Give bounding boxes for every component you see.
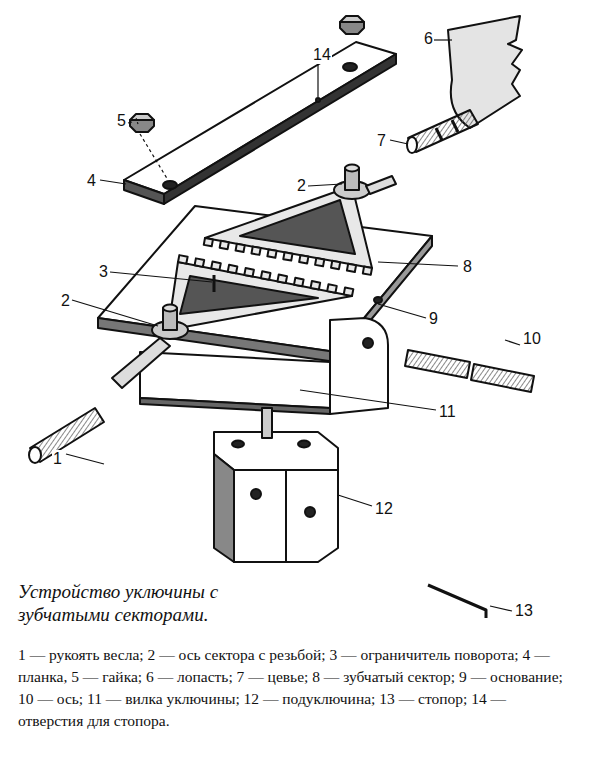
gear-tooth — [178, 255, 188, 263]
callout-number: 8 — [462, 258, 473, 276]
callout-number: 2 — [60, 292, 71, 310]
gear-tooth — [294, 278, 304, 286]
callout-number: 10 — [522, 330, 542, 348]
gear-tooth — [261, 271, 271, 279]
gear-tooth — [363, 267, 372, 275]
callout-number: 11 — [438, 403, 457, 421]
callout-number: 6 — [423, 30, 434, 48]
gear-tooth — [315, 258, 324, 266]
callout-number: 9 — [428, 310, 439, 328]
gear-tooth — [331, 261, 340, 269]
gear-tooth — [228, 265, 238, 273]
gear-tooth — [277, 275, 287, 283]
gear-tooth — [327, 284, 337, 292]
parts-key: 1 — рукоять весла; 2 — ось сектора с рез… — [18, 644, 574, 732]
gear-tooth — [211, 262, 221, 270]
gear-tooth — [347, 264, 356, 272]
gear-tooth — [220, 241, 229, 249]
gear-tooth — [299, 255, 308, 263]
gear-tooth — [236, 244, 245, 252]
gear-tooth — [251, 247, 260, 255]
callout-number: 3 — [98, 263, 109, 281]
callout-number: 7 — [376, 132, 387, 150]
gear-tooth — [267, 249, 276, 257]
callout-number: 1 — [52, 450, 63, 468]
gear-tooth — [195, 258, 205, 266]
gear-tooth — [283, 252, 292, 260]
callout-number: 4 — [86, 172, 97, 190]
callout-number: 14 — [312, 46, 332, 64]
callout-number: 12 — [374, 500, 394, 518]
gear-tooth — [344, 288, 354, 296]
callout-number: 5 — [116, 112, 127, 130]
gear-tooth — [204, 238, 213, 246]
gear-tooth — [311, 281, 321, 289]
callout-number: 2 — [296, 177, 307, 195]
callout-number: 13 — [514, 602, 534, 620]
gear-tooth — [244, 268, 254, 276]
caption: Устройство уключины с зубчатыми секторам… — [18, 580, 308, 626]
